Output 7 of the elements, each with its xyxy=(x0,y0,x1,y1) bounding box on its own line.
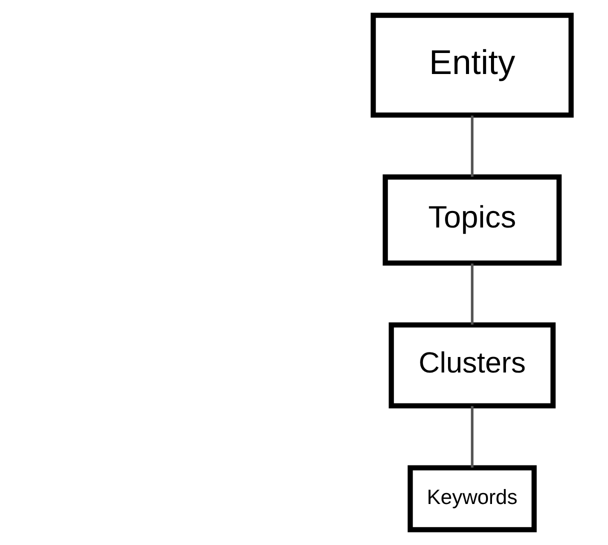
node-box: Clusters xyxy=(388,322,556,408)
connector xyxy=(470,406,474,468)
node-box: Keywords xyxy=(408,465,537,532)
node-box: Topics xyxy=(382,174,562,266)
node-box: Entity xyxy=(370,12,574,118)
connector xyxy=(470,264,474,325)
connector xyxy=(470,116,474,177)
